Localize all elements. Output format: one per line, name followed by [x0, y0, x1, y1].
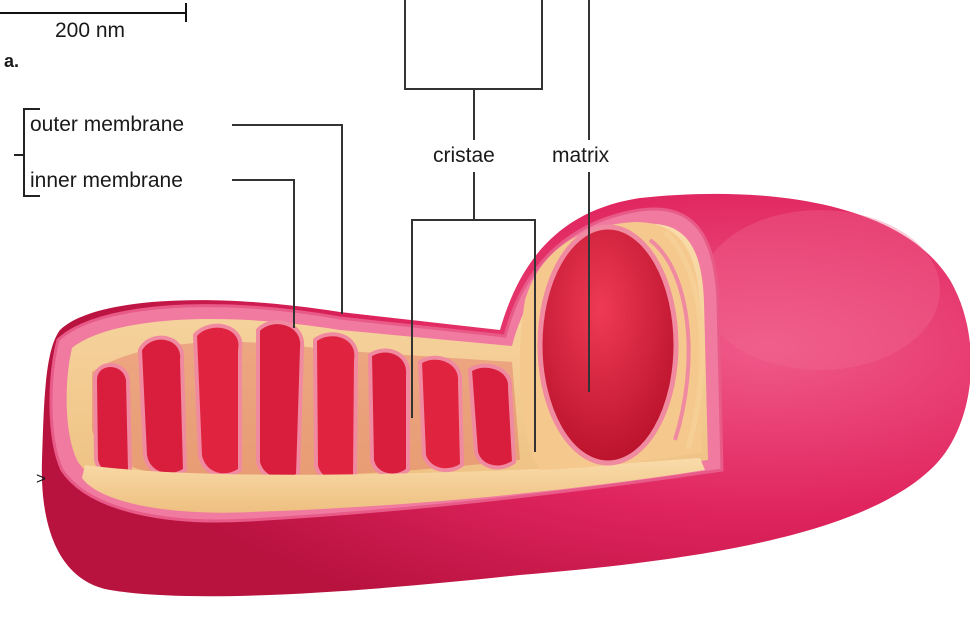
- inner-membrane-label: inner membrane: [30, 170, 183, 191]
- matrix-label: matrix: [552, 145, 609, 166]
- scale-bar-label: 200 nm: [55, 20, 125, 41]
- highlight-shape: [700, 210, 940, 370]
- panel-letter: a.: [4, 52, 19, 70]
- outer-membrane-label: outer membrane: [30, 114, 184, 135]
- edge-mark: >: [36, 470, 46, 487]
- matrix-chamber: [540, 227, 676, 463]
- cristae-label: cristae: [433, 145, 495, 166]
